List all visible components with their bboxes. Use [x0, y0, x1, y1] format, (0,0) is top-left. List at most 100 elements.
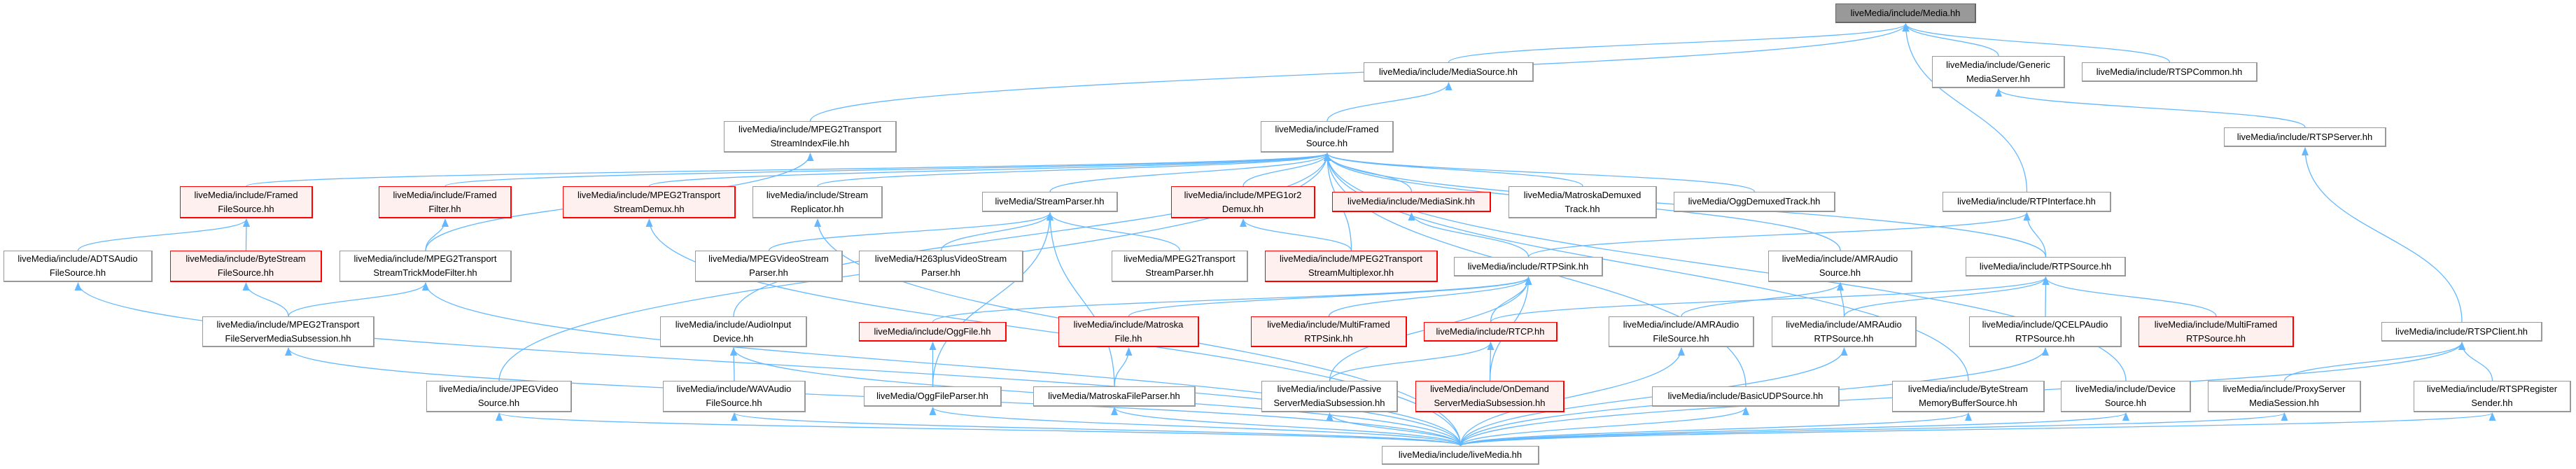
edge-oggdemuxed-to-framedsource — [1324, 153, 1756, 192]
node-label-line: liveMedia/OggDemuxedTrack.hh — [1688, 196, 1821, 206]
edge-multiframedsink-to-rtpsink — [1328, 276, 1532, 317]
node-livemedia[interactable]: liveMedia/include/liveMedia.hh — [1382, 446, 1539, 465]
node-label-line: Parser.hh — [749, 267, 788, 278]
edge-livemedia-to-trickmode — [422, 282, 1462, 447]
edge-multiplexor-to-mpeg1or2demux — [1240, 218, 1352, 251]
node-rtspclient[interactable]: liveMedia/include/RTSPClient.hh — [2381, 322, 2542, 342]
edge-streamdemux-to-framedsource — [648, 153, 1331, 187]
node-label-line: Demux.hh — [1222, 203, 1264, 214]
node-streamparser[interactable]: liveMedia/StreamParser.hh — [982, 192, 1118, 212]
node-label-line: liveMedia/include/RTSPServer.hh — [2236, 131, 2373, 142]
node-label-line: liveMedia/MatroskaDemuxed — [1523, 189, 1642, 200]
node-label-line: liveMedia/include/Framed — [393, 189, 497, 200]
node-label-line: liveMedia/MPEG2Transport — [1124, 253, 1236, 264]
edge-generic-to-media — [1902, 23, 1999, 57]
node-oggfile[interactable]: liveMedia/include/OggFile.hh — [859, 322, 1007, 342]
node-label-line: liveMedia/include/ByteStream — [1907, 384, 2029, 394]
edge-livemedia-to-passive — [1326, 412, 1462, 447]
node-label-line: Source.hh — [2104, 398, 2147, 408]
edge-amrrtp-to-rtpsource — [1843, 276, 2050, 317]
edge-streamparser-to-framedsource — [1049, 153, 1331, 192]
edge-replicator-to-framedsource — [817, 153, 1331, 187]
node-label-line: StreamIndexFile.hh — [770, 138, 850, 148]
edge-livemedia-to-register — [1460, 412, 2496, 447]
node-rtpinterface[interactable]: liveMedia/include/RTPInterface.hh — [1942, 192, 2111, 212]
node-label-line: liveMedia/include/MediaSource.hh — [1378, 66, 1518, 77]
node-label-line: liveMedia/OggFileParser.hh — [876, 391, 988, 401]
edge-h263-to-streamparser — [940, 212, 1054, 251]
node-rtpsource[interactable]: liveMedia/include/RTPSource.hh — [1966, 257, 2126, 276]
edge-bytestreamfile-to-framedfilesource — [242, 218, 250, 251]
node-rtspserver[interactable]: liveMedia/include/RTSPServer.hh — [2224, 127, 2386, 147]
node-label-line: Source.hh — [477, 398, 520, 408]
node-rtcp[interactable]: liveMedia/include/RTCP.hh — [1424, 322, 1558, 342]
node-basicudp[interactable]: liveMedia/include/BasicUDPSource.hh — [1652, 386, 1840, 407]
node-rtspcommon[interactable]: liveMedia/include/RTSPCommon.hh — [2082, 62, 2258, 82]
node-rtpsink[interactable]: liveMedia/include/RTPSink.hh — [1454, 257, 1603, 276]
edge-oggfile-to-rtpsink — [932, 276, 1532, 323]
node-label-line: StreamDemux.hh — [613, 203, 685, 214]
node-label-line: liveMedia/include/Generic — [1946, 59, 2050, 70]
node-label-line: StreamParser.hh — [1145, 267, 1214, 278]
node-mediasource[interactable]: liveMedia/include/MediaSource.hh — [1364, 62, 1534, 82]
edge-fileserver-to-trickmode — [288, 282, 429, 317]
node-label-line: Filter.hh — [428, 203, 461, 214]
node-label-line: FileServerMediaSubsession.hh — [225, 332, 351, 344]
node-label-line: MediaServer.hh — [1966, 73, 2031, 84]
node-oggdemuxed[interactable]: liveMedia/OggDemuxedTrack.hh — [1674, 192, 1835, 212]
edge-matroskademuxed-to-framedsource — [1324, 153, 1583, 187]
node-mediasink[interactable]: liveMedia/include/MediaSink.hh — [1332, 192, 1491, 212]
node-label-line: ServerMediaSubsession.hh — [1434, 398, 1546, 408]
node-label-line: liveMedia/include/JPEGVideo — [439, 384, 559, 394]
node-label-line: liveMedia/include/MPEG2Transport — [1280, 253, 1422, 264]
node-label-line: FileSource.hh — [218, 203, 274, 214]
edge-qcelp-to-rtpsource — [2042, 276, 2050, 317]
node-matroskaparser[interactable]: liveMedia/MatroskaFileParser.hh — [1033, 386, 1196, 407]
edge-fileserver-to-bytestreamfile — [242, 282, 289, 317]
node-label-line: ServerMediaSubsession.hh — [1273, 398, 1385, 408]
edge-framedfilter-to-framedsource — [444, 153, 1331, 187]
edge-rtpinterface-to-media — [1902, 23, 2028, 192]
edge-proxy-to-rtspclient — [2283, 342, 2465, 382]
node-label-line: FileSource.hh — [706, 398, 762, 408]
edge-rtpsink-to-mediasink — [1408, 212, 1530, 258]
node-label-line: liveMedia/include/AudioInput — [675, 318, 792, 330]
edge-rtpsource-to-rtpinterface — [2023, 212, 2047, 258]
node-label-line: liveMedia/include/Passive — [1277, 384, 1382, 394]
node-label-line: liveMedia/include/Stream — [766, 189, 869, 200]
node-oggparser[interactable]: liveMedia/OggFileParser.hh — [864, 386, 1002, 407]
